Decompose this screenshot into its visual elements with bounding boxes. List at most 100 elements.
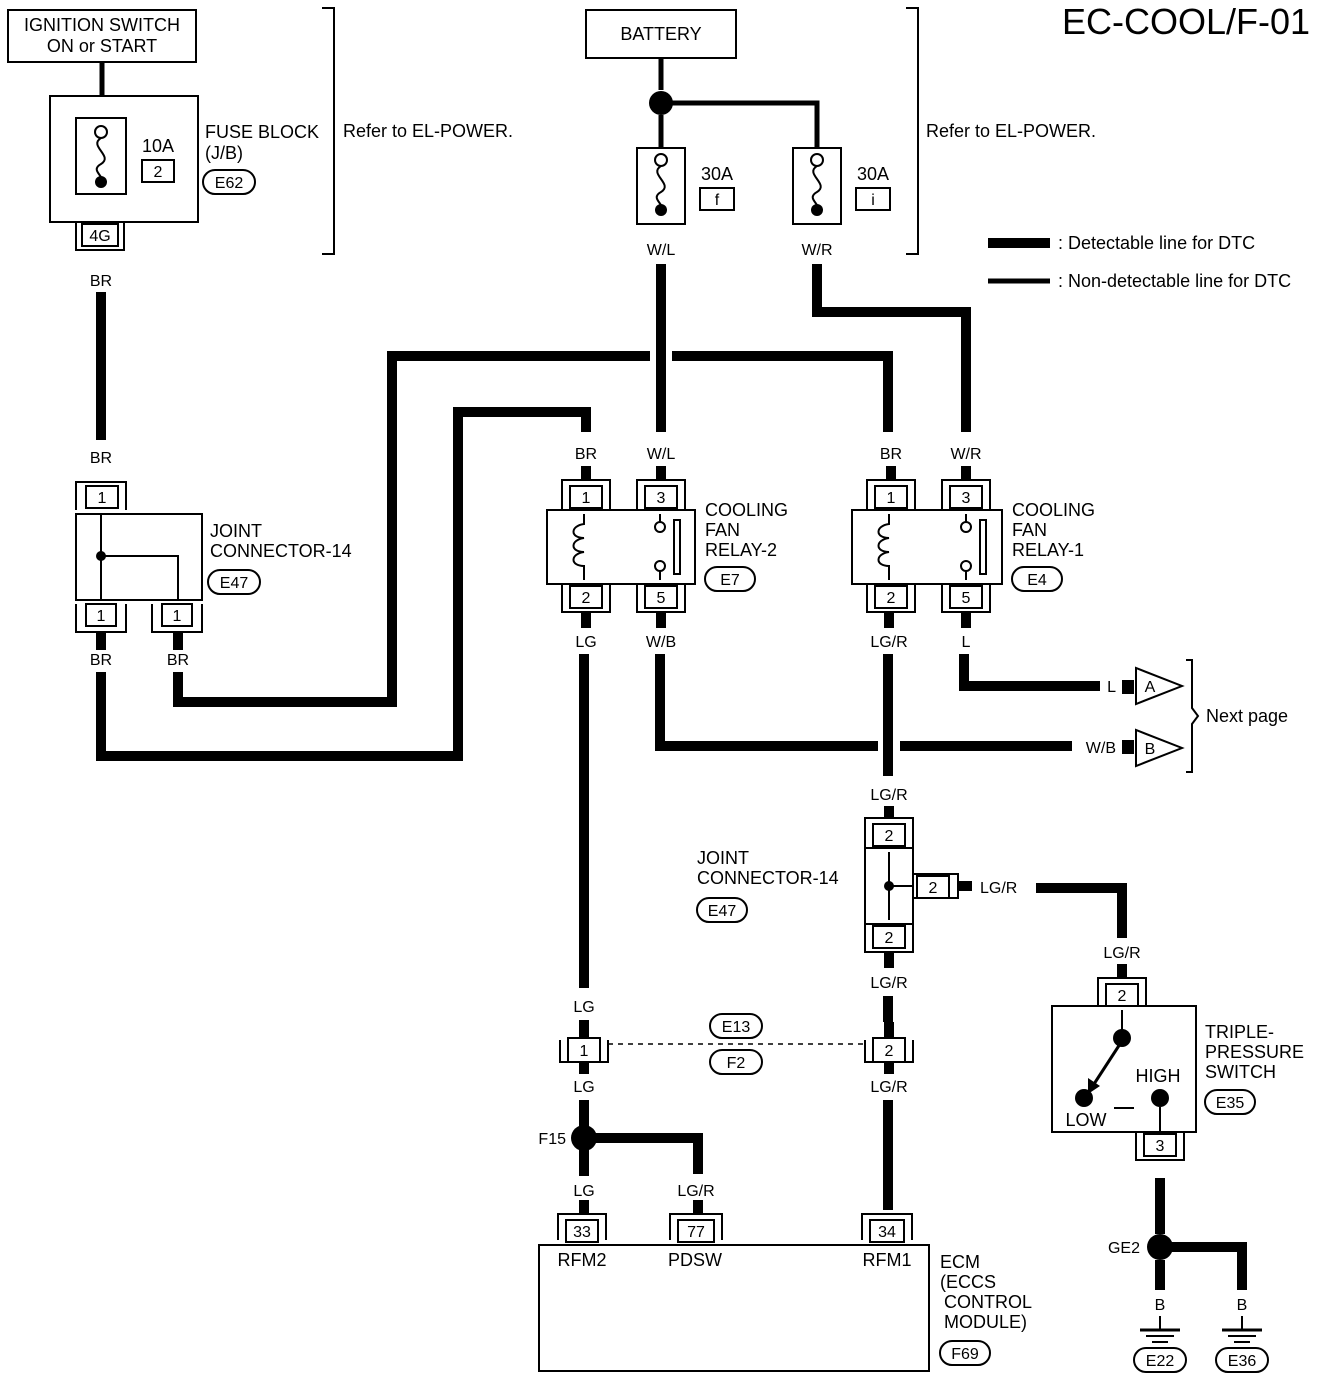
triple-switch-blade: [1092, 1043, 1122, 1085]
fuse-i-icon: [811, 165, 822, 209]
joint-mid-label-line1: JOINT: [697, 848, 749, 868]
relay2-pin5: 5: [657, 590, 666, 607]
fuse-bottom-terminal: [95, 176, 107, 188]
ecm-pin-77: 77: [687, 1224, 705, 1241]
bracket-left: [322, 7, 335, 255]
fuse-f-num: f: [715, 192, 720, 209]
joint-top-branch: [101, 555, 179, 600]
joint-mid-code-badge: [696, 897, 748, 923]
fuse-num: 2: [154, 164, 163, 181]
legend-detectable: : Detectable line for DTC: [1058, 233, 1255, 253]
triple-label-line2: PRESSURE: [1205, 1042, 1304, 1062]
ecm-rfm1: RFM1: [863, 1250, 912, 1270]
ignition-switch: IGNITION SWITCH ON or START: [7, 9, 197, 63]
joint-mid-wire-top: LG/R: [870, 787, 907, 804]
legend-non-detectable: : Non-detectable line for DTC: [1058, 271, 1291, 291]
relay2-coil-icon: [572, 514, 585, 580]
relay1-pin5: 5: [962, 590, 971, 607]
ecm-pdsw: PDSW: [668, 1250, 722, 1270]
relay2-contact-top: [654, 521, 666, 533]
fuse-block-label-line1: FUSE BLOCK: [205, 122, 319, 142]
ecm-pin-34: 34: [878, 1224, 896, 1241]
battery-box: [585, 9, 737, 59]
wire-battery-fuse-i: [661, 100, 820, 150]
fuse-i: 30A i: [792, 147, 891, 225]
ecm-label-line4: MODULE): [944, 1312, 1027, 1332]
fuse-f-amp: 30A: [701, 164, 733, 184]
ground-section: B GE2 B B E22 E36: [1108, 1185, 1269, 1373]
fuse-block: 10A 2 FUSE BLOCK (J/B) E62 4G: [49, 95, 319, 251]
joint-mid-ptop-box: [872, 823, 906, 847]
joint-mid-wire-bottom: LG/R: [870, 975, 907, 992]
wire-br-to-relay2: [96, 407, 591, 761]
relay1-p2-box: [874, 585, 908, 609]
wire-lgr-triple: [1036, 883, 1127, 938]
e13-pin2: 2: [885, 1043, 894, 1060]
relay1-p1-box: [874, 485, 908, 509]
fuse-i-top: [810, 153, 824, 167]
triple-code: E35: [1216, 1095, 1245, 1112]
wire-label-wl-top: W/L: [647, 242, 676, 259]
relay2-code: E7: [720, 572, 740, 589]
relay2-p1-box: [569, 485, 603, 509]
relay1-wire-l: L: [962, 634, 971, 651]
f2-code: F2: [727, 1055, 746, 1072]
joint-mid-pbottom-box: [872, 925, 906, 949]
wire-l: [959, 654, 1100, 691]
next-a-label: A: [1145, 679, 1156, 696]
joint-top-pin1-box: [85, 485, 119, 509]
ignition-switch-box: [7, 9, 197, 63]
relay2-contact-bottom: [654, 560, 666, 572]
ecm-wire-lgr-pdsw: LG/R: [677, 1183, 714, 1200]
refer-left: Refer to EL-POWER.: [343, 121, 513, 141]
bracket-right: [906, 7, 919, 255]
wires: [96, 264, 1247, 1290]
fuse-num-box: [141, 159, 175, 183]
relay1-code-badge: [1011, 566, 1063, 592]
ecm-label-line1: ECM: [940, 1252, 980, 1272]
ecm-p77-box: [677, 1219, 715, 1243]
joint-mid-splice: [884, 881, 894, 891]
joint-top-pin1: 1: [98, 490, 107, 507]
relay2-p5-box: [644, 585, 678, 609]
joint-top-label-line1: JOINT: [210, 521, 262, 541]
next-page-brace: [1186, 659, 1200, 773]
joint-top-label-line2: CONNECTOR-14: [210, 541, 352, 561]
ecm-code-badge: [939, 1340, 991, 1366]
relay2-p2-box: [569, 585, 603, 609]
fuse-icon: [95, 137, 106, 181]
triple-high-label: HIGH: [1136, 1066, 1181, 1086]
triple-low-contact: [1075, 1089, 1093, 1107]
e22-code-badge: [1133, 1347, 1187, 1373]
fuse-f-bottom: [655, 204, 667, 216]
e13-wire-lg-bottom: LG: [573, 1079, 594, 1096]
triple-low-label: LOW: [1065, 1110, 1106, 1130]
fuse-amp: 10A: [142, 136, 174, 156]
relay1-wire-br: BR: [880, 446, 902, 463]
relay2-label-line2: FAN: [705, 520, 740, 540]
ecm-label-line2: (ECCS: [940, 1272, 996, 1292]
ground-icon-e36: [1222, 1316, 1262, 1343]
e22-code: E22: [1146, 1353, 1175, 1370]
e13-wire-lg-top: LG: [573, 999, 594, 1016]
ge2-label: GE2: [1108, 1240, 1140, 1257]
ecm-p33-box: [565, 1219, 599, 1243]
joint-mid-code: E47: [708, 903, 737, 920]
joint-top-pin1-shell: [75, 481, 127, 510]
relay1-contact-bottom: [960, 560, 972, 572]
relay2-wire-wb: W/B: [646, 634, 676, 651]
relay2-pin1: 1: [582, 490, 591, 507]
battery: BATTERY: [585, 9, 737, 59]
triple-pressure-switch: LG/R 2 LOW HIGH 3 TRIPLE- PRESSURE SWITC…: [1051, 945, 1304, 1161]
ecm-pin-33: 33: [573, 1224, 591, 1241]
ecm-rfm2: RFM2: [558, 1250, 607, 1270]
relay1-pin1: 1: [887, 490, 896, 507]
f2-code-badge: [709, 1049, 763, 1075]
ecm-body: [538, 1244, 930, 1372]
joint-mid-wire-right: LG/R: [980, 880, 1017, 897]
relay1-pin2: 2: [887, 590, 896, 607]
connector-e13-f2: LG 1 2 E13 F2 LG LG/R: [559, 999, 914, 1096]
next-wire-wb: W/B: [1086, 740, 1116, 757]
relay1-coil-icon: [877, 514, 890, 580]
